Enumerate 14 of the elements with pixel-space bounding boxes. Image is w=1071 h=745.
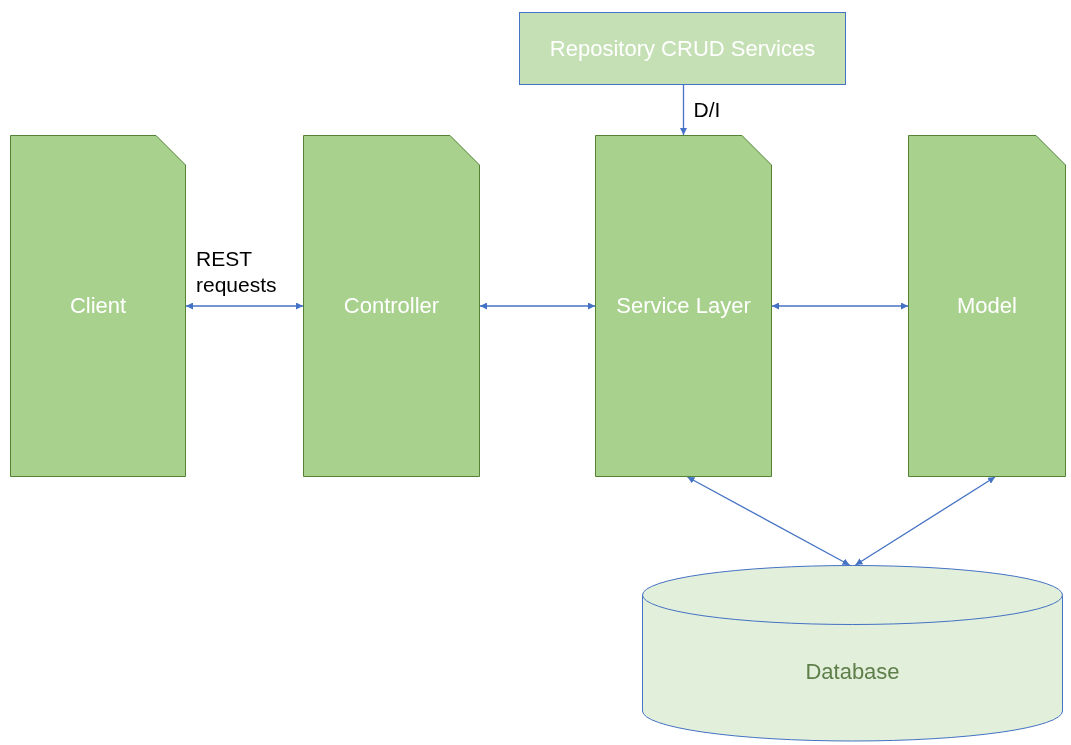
edge-label: REST requests <box>196 245 278 298</box>
arrow <box>686 476 851 566</box>
arrow <box>479 302 596 310</box>
node-label: Controller <box>343 293 440 319</box>
node-label: Model <box>957 293 1017 319</box>
node-label: Database <box>805 659 900 685</box>
arrow <box>185 302 304 310</box>
node-label: Client <box>69 293 127 319</box>
node-label: Service Layer <box>616 293 751 319</box>
node-label: Repository CRUD Services <box>549 35 816 62</box>
edge-label: D/I <box>693 97 721 123</box>
arrow <box>771 302 909 310</box>
arrow <box>680 84 687 136</box>
arrow <box>854 476 996 566</box>
